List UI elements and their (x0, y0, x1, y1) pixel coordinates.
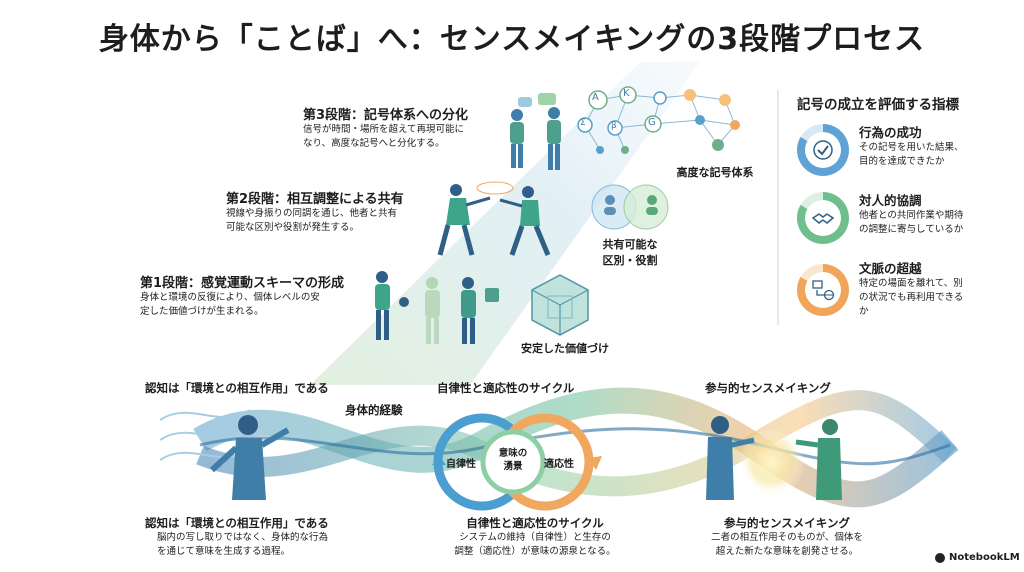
indicator-desc-line: か (859, 306, 869, 317)
left-body-figure (209, 415, 290, 500)
bottom-caption-heading: 自律性と適応性のサイクル (466, 516, 604, 530)
brand-label: NotebookLM (949, 552, 1020, 563)
stage3-desc-line: 信号が時間・場所を超えて再現可能に (303, 124, 465, 135)
cycle-autonomy: 自律性 (446, 459, 476, 470)
indicator-desc-line: の状況でも再利用できる (859, 292, 964, 303)
bottom-caption-participatory: 参与的センスメイキング 二者の相互作用そのものが、個体を 超えた新たな意味を創発… (682, 515, 892, 559)
transfer-icon (805, 272, 841, 308)
bottom-caption-line: 調整（適応性）が意味の源泉となる。 (454, 546, 616, 557)
stable-valuation-label: 安定した価値づけ (521, 342, 609, 355)
indicator-ring (797, 264, 849, 316)
stage1-desc-line: 定した価値づけが生まれる。 (140, 306, 264, 317)
bottom-caption-line: 超えた新たな意味を創発させる。 (715, 546, 859, 557)
bottom-caption-line: を通じて意味を生成する過程。 (157, 546, 291, 557)
brand-mark: NotebookLM (935, 552, 1020, 563)
notebooklm-logo-icon (935, 552, 945, 563)
cycle-center-line: 湧景 (503, 461, 523, 472)
indicator-ring (797, 192, 849, 244)
cycle-diagram (432, 413, 602, 511)
cycle-center: 意味の 湧景 (493, 447, 533, 473)
stage2-text: 第2段階：相互調整による共有 視線や身振りの同調を通じ、他者と共有 可能な区別や… (226, 188, 404, 235)
symbol-nodes (577, 86, 740, 154)
indicator-desc-line: 目的を達成できたか (859, 156, 945, 167)
stage3-desc-line: なり、高度な記号へと分化する。 (303, 138, 445, 149)
indicator-title: 文脈の超越 (859, 261, 922, 276)
bottom-caption-heading: 認知は「環境との相互作用」である (145, 516, 329, 530)
check-icon (805, 132, 841, 168)
symbol-letter: A (592, 92, 599, 103)
bottom-caption-heading: 参与的センスメイキング (724, 516, 850, 530)
symbol-letter: Σ (580, 118, 586, 128)
participatory-pair (706, 416, 842, 500)
stage2-desc-line: 可能な区別や役割が発生する。 (226, 222, 360, 233)
cycle-center-line: 意味の (498, 448, 528, 459)
shared-distinctions-label: 共有可能な 区別・役割 (590, 236, 670, 268)
band-left-label: 認知は「環境との相互作用」である (145, 381, 329, 395)
bottom-caption-line: 二者の相互作用そのものが、個体を (711, 532, 863, 543)
stage1-desc-line: 身体と環境の反復により、個体レベルの安 (140, 292, 320, 303)
wave-band (159, 387, 959, 508)
stage3-text: 第3段階：記号体系への分化 信号が時間・場所を超えて再現可能に なり、高度な記号… (303, 104, 468, 151)
stage1-text: 第1段階：感覚運動スキーマの形成 身体と環境の反復により、個体レベルの安 定した… (140, 272, 344, 319)
handshake-icon (805, 200, 841, 236)
band-right-label: 参与的センスメイキング (705, 381, 831, 395)
symbol-letter: K (623, 88, 630, 99)
stage1-figures (375, 271, 499, 344)
bottom-caption-line: システムの維持（自律性）と生存の (459, 532, 611, 543)
indicator-ring (797, 124, 849, 176)
stage2-desc-line: 視線や身振りの同調を通じ、他者と共有 (226, 208, 398, 219)
stage2-heading: 第2段階：相互調整による共有 (226, 192, 404, 207)
bottom-caption-line: 脳内の写し取りではなく、身体的な行為 (157, 532, 329, 543)
indicators-heading: 記号の成立を評価する指標 (797, 97, 959, 113)
stage3-figures (510, 93, 561, 170)
symbol-letter: β (611, 121, 617, 131)
shared-distinctions-line: 区別・役割 (602, 254, 658, 267)
indicator-title: 対人的協調 (859, 193, 922, 208)
indicator-desc-line: の調整に寄与しているか (859, 224, 964, 235)
stage2-figures (437, 181, 551, 256)
stage3-heading: 第3段階：記号体系への分化 (303, 108, 469, 123)
shared-distinctions-line: 共有可能な (602, 238, 658, 251)
stage1-heading: 第1段階：感覚運動スキーマの形成 (140, 276, 345, 291)
indicator-desc-line: その記号を用いた結果、 (859, 142, 964, 153)
stable-cube (531, 274, 589, 336)
indicator-title: 行為の成功 (859, 125, 922, 140)
shared-venn (591, 184, 669, 230)
advanced-symbols-label: 高度な記号体系 (676, 166, 754, 179)
cycle-adaptivity: 適応性 (544, 459, 574, 470)
bottom-caption-cognition: 認知は「環境との相互作用」である 脳内の写し取りではなく、身体的な行為 を通じて… (145, 515, 375, 559)
indicator-desc-line: 特定の場面を離れて、別 (859, 278, 963, 289)
symbol-letter: G (648, 117, 656, 128)
indicator-desc-line: 他者との共同作業や期待 (859, 210, 964, 221)
band-body-label: 身体的経験 (345, 403, 403, 417)
page-title: 身体から「ことば」へ：センスメイキングの3段階プロセス (98, 22, 926, 57)
bottom-caption-cycle: 自律性と適応性のサイクル システムの維持（自律性）と生存の 調整（適応性）が意味… (420, 515, 650, 559)
band-center-label: 自律性と適応性のサイクル (437, 381, 575, 395)
